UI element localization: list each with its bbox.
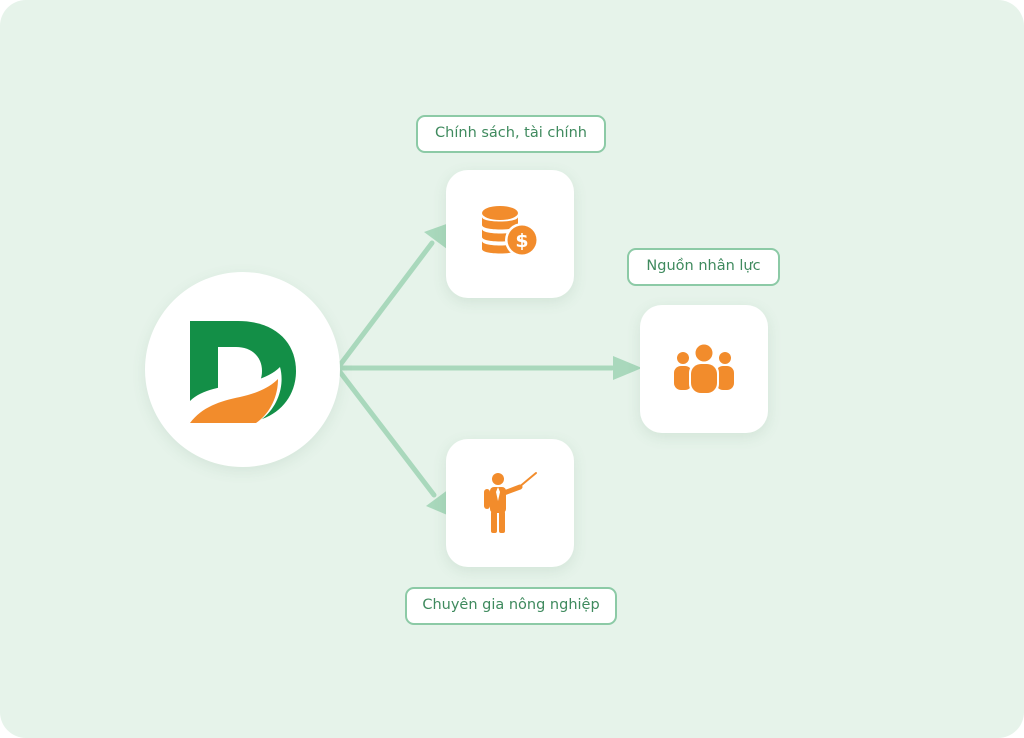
finance-label: Chính sách, tài chính (416, 115, 606, 153)
people-group-icon (674, 343, 734, 395)
people-label: Nguồn nhân lực (627, 248, 780, 286)
coins-dollar-icon: $ (482, 206, 539, 257)
arrowhead-finance (424, 222, 452, 249)
people-card (640, 305, 768, 433)
svg-text:$: $ (515, 230, 528, 252)
arrowhead-people (613, 356, 642, 380)
company-logo-circle (145, 272, 340, 467)
arrow-to-expert (337, 369, 437, 498)
company-d-logo-icon (189, 320, 296, 423)
expert-label: Chuyên gia nông nghiệp (405, 587, 617, 625)
arrowhead-expert (426, 489, 452, 517)
expert-card (446, 439, 574, 567)
presenter-icon (484, 472, 537, 533)
finance-card: $ (446, 170, 574, 298)
arrow-to-finance (337, 240, 435, 368)
